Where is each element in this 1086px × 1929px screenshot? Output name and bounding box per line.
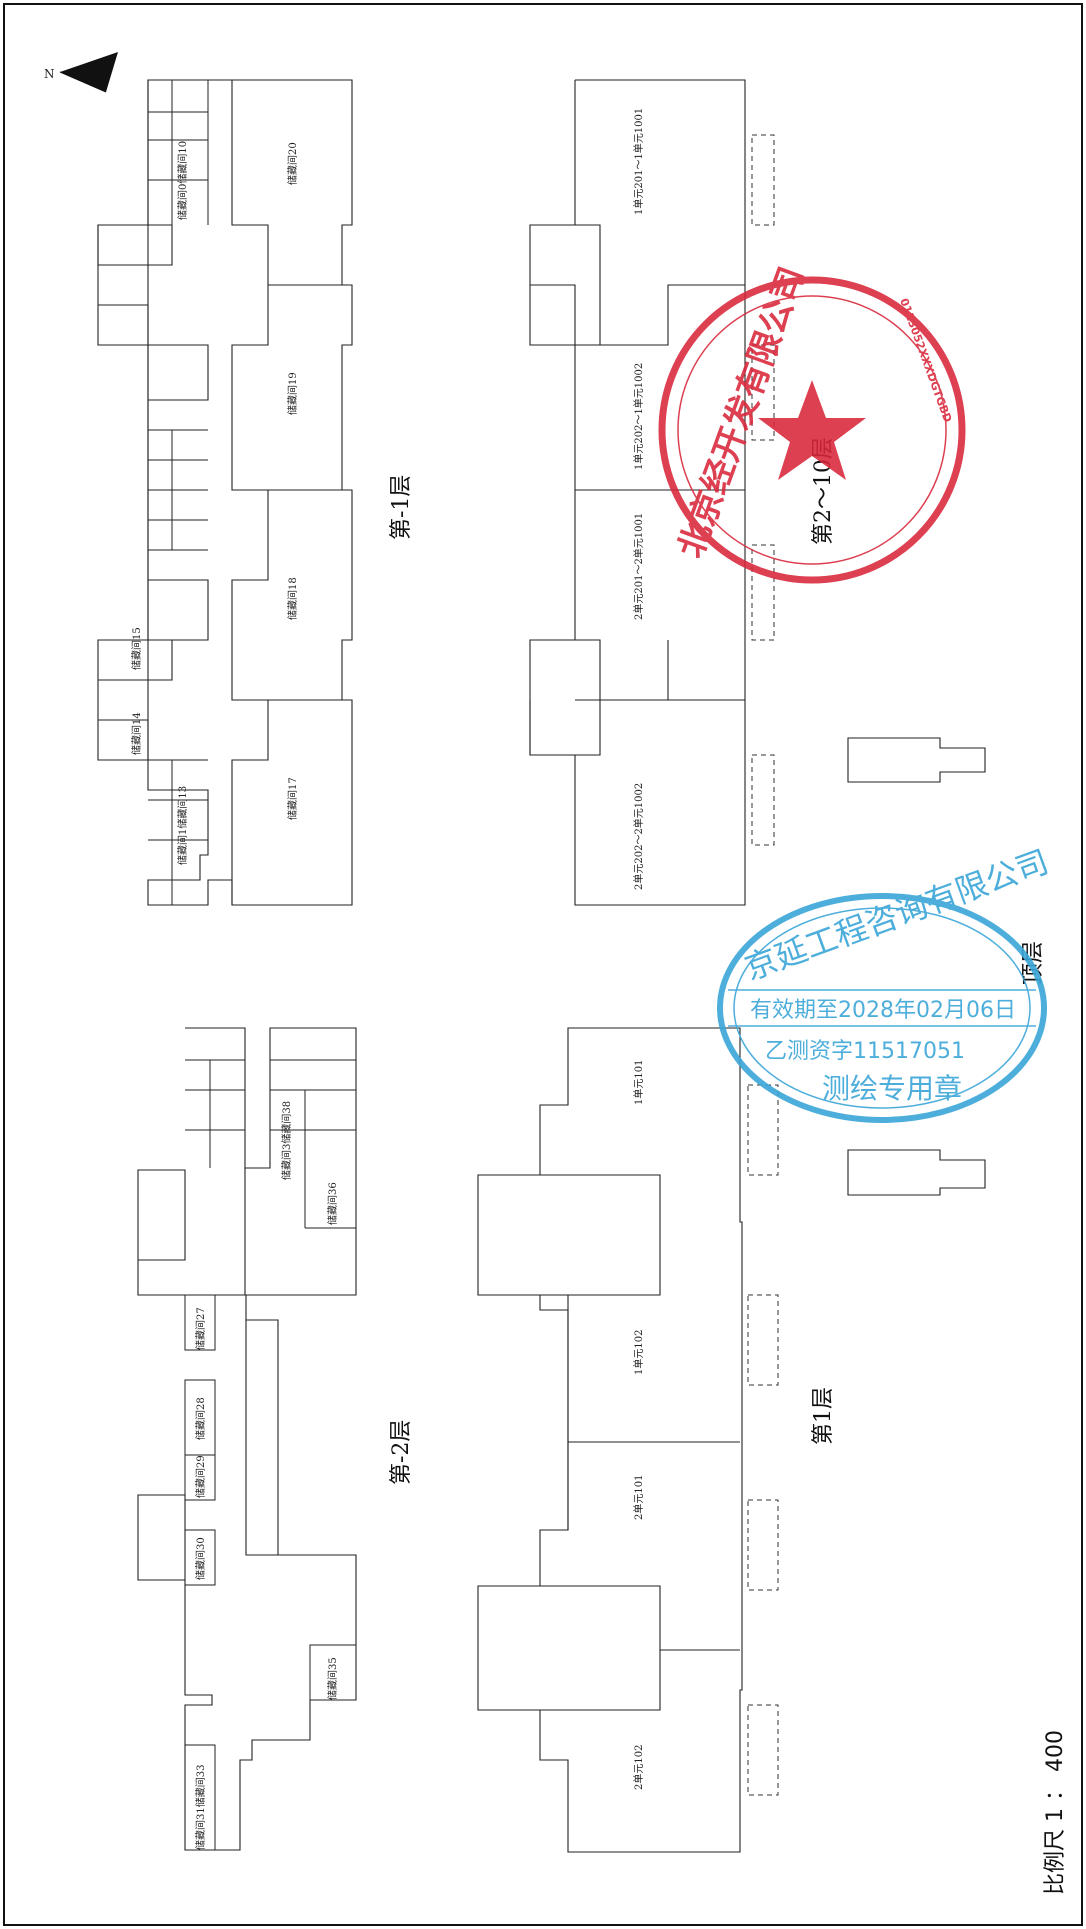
- room-label-u2-102: 2单元102: [633, 1745, 645, 1790]
- blue-seal-license: 乙测资字11517051: [765, 1039, 965, 1064]
- page-border: [3, 3, 1083, 1926]
- room-label-r30: 储藏间30: [194, 1537, 207, 1580]
- blue-survey-seal: 京延工程咨询有限公司 有效期至2028年02月06日 乙测资字11517051 …: [717, 842, 1053, 1123]
- north-label: N: [44, 67, 55, 81]
- room-label-u1-1002: 1单元202～1单元1002: [633, 363, 645, 470]
- plan-basement-1: 储藏间20 储藏间19 储藏间18 储藏间17 储藏间0储藏间10 储藏间15 …: [97, 79, 414, 906]
- room-label-u1-1001: 1单元201～1单元1001: [633, 108, 645, 215]
- room-label-r28: 储藏间28: [194, 1397, 207, 1440]
- room-label-r20: 储藏间20: [286, 142, 299, 185]
- room-label-u2-101: 2单元101: [633, 1475, 645, 1520]
- room-label-u1-101: 1单元101: [633, 1060, 645, 1105]
- room-label-small-a: 储藏间1储藏间13: [176, 786, 189, 865]
- room-label-r19: 储藏间19: [286, 372, 299, 415]
- scale-label: 比例尺 1 ： 400: [1043, 1730, 1068, 1895]
- room-label-r18: 储藏间18: [286, 577, 299, 620]
- plan-basement-2: 储藏间3储藏间38 储藏间36 储藏间27 储藏间28 储藏间29 储藏间30 …: [137, 1027, 414, 1851]
- roof-block-1: [847, 737, 986, 783]
- room-label-small-d: 储藏间14: [130, 712, 143, 755]
- plan-title-basement-2: 第-2层: [389, 1420, 414, 1485]
- seal-star-icon: [758, 380, 866, 480]
- red-seal-name: 北京经开发有限公司: [671, 262, 813, 563]
- floor1-balcony-outlines: [747, 1084, 779, 1796]
- blue-seal-validity: 有效期至2028年02月06日: [750, 998, 1016, 1023]
- room-label-r31: 储藏间31储藏间33: [194, 1765, 207, 1850]
- room-label-u2-1001: 2单元201～2单元1001: [633, 513, 645, 620]
- room-label-r27: 储藏间27: [194, 1307, 207, 1350]
- plan-floors-2-10: 1单元201～1单元1001 1单元202～1单元1002 2单元201～2单元…: [529, 79, 836, 906]
- room-label-r17: 储藏间17: [286, 777, 299, 820]
- room-label-small-b: 储藏间0储藏间10: [176, 141, 189, 220]
- room-label-r35: 储藏间35: [326, 1657, 339, 1700]
- room-label-u2-1002: 2单元202～2单元1002: [633, 783, 645, 890]
- roof-block-2: [847, 1149, 986, 1196]
- north-arrow-icon: N: [44, 52, 118, 93]
- plan-title-floor-1: 第1层: [811, 1387, 836, 1445]
- room-label-r38: 储藏间3储藏间38: [280, 1101, 293, 1180]
- room-label-u1-102: 1单元102: [633, 1330, 645, 1375]
- balcony-outlines: [751, 134, 775, 846]
- room-label-r29: 储藏间29: [194, 1455, 207, 1498]
- blue-seal-purpose: 测绘专用章: [822, 1072, 962, 1105]
- plan-floor-1: 1单元101 1单元102 2单元101 2单元102 第1层: [477, 1027, 836, 1853]
- room-label-small-c: 储藏间15: [130, 627, 143, 670]
- plan-title-basement-1: 第-1层: [389, 475, 414, 540]
- room-label-r36: 储藏间36: [326, 1182, 339, 1225]
